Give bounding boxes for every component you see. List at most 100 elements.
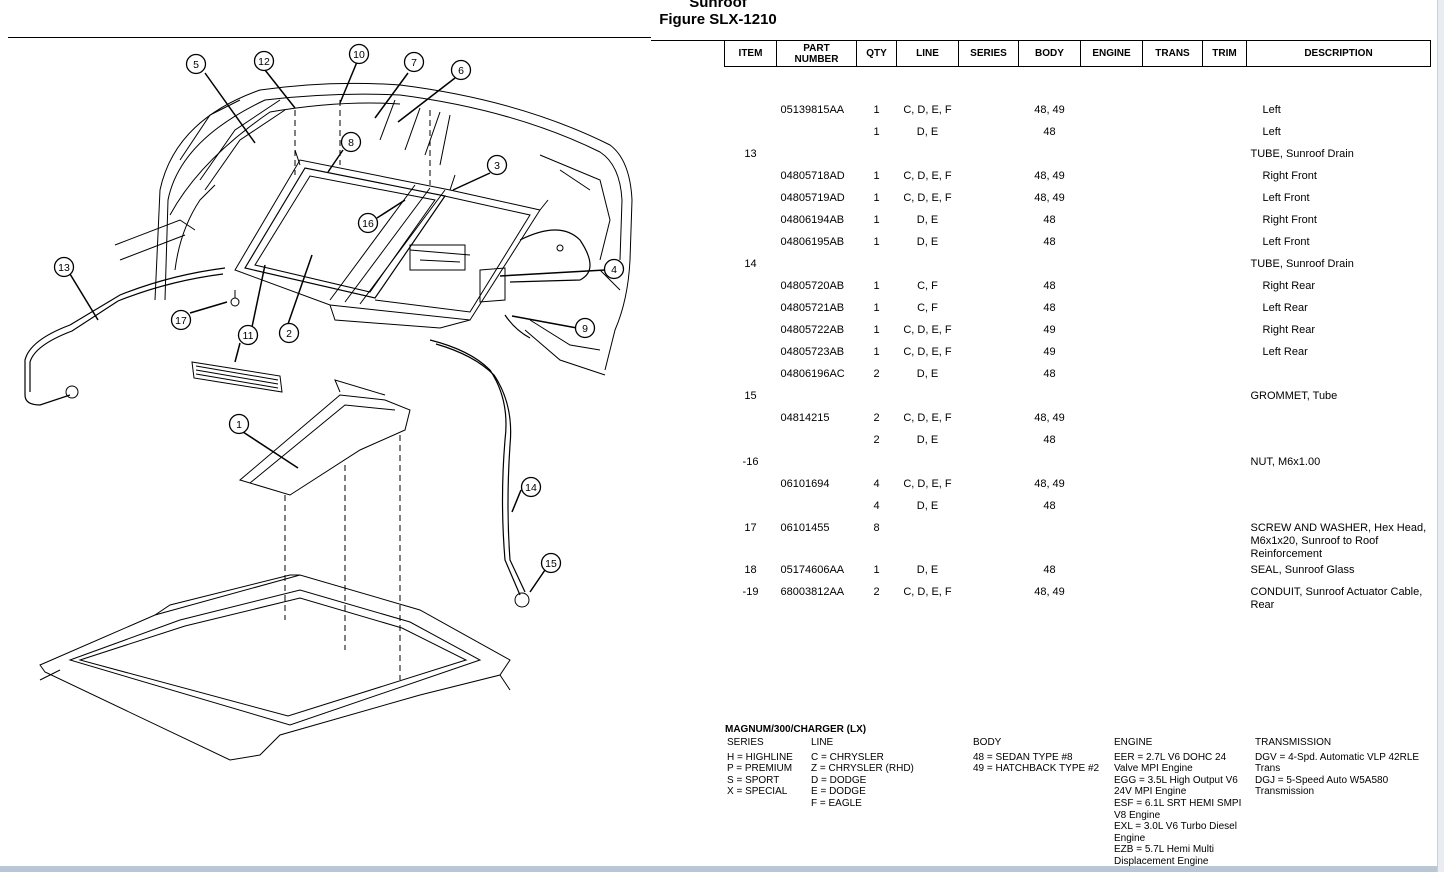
cell-qty: 1 xyxy=(873,302,880,314)
cell-item xyxy=(725,101,777,123)
cell-engine xyxy=(1081,189,1143,211)
cell-qty: 4 xyxy=(873,500,880,512)
cell-trans xyxy=(1143,233,1203,255)
cell-trans xyxy=(1143,167,1203,189)
legend-line: LINE C = CHRYSLER Z = CHRYSLER (RHD) D =… xyxy=(811,737,914,810)
cell-qty: 2 xyxy=(873,368,880,380)
cell-item xyxy=(725,299,777,321)
cell-part-number: 04805718AD xyxy=(780,170,845,182)
cell-body: 48, 49 xyxy=(1034,170,1065,182)
cell-trim xyxy=(1203,145,1247,167)
cell-trans xyxy=(1143,387,1203,409)
cell-description: Right Front xyxy=(1262,214,1317,226)
cell-qty xyxy=(857,145,897,167)
cell-part-number: 04806195AB xyxy=(780,236,845,248)
window-bottom-bar xyxy=(0,866,1437,872)
cell-description: NUT, M6x1.00 xyxy=(1250,456,1321,468)
legend-series: SERIES H = HIGHLINE P = PREMIUM S = SPOR… xyxy=(727,737,793,798)
legend-series-header: SERIES xyxy=(727,737,764,748)
cell-trim xyxy=(1203,255,1247,277)
cell-description xyxy=(1247,497,1431,519)
cell-body: 48, 49 xyxy=(1034,192,1065,204)
callout-5 xyxy=(185,53,207,75)
legend-entry: D = DODGE xyxy=(811,774,867,786)
cell-trans xyxy=(1143,365,1203,387)
cell-trim xyxy=(1203,343,1247,365)
cell-description: SEAL, Sunroof Glass xyxy=(1250,564,1355,576)
cell-body xyxy=(1019,387,1081,409)
cell-description: GROMMET, Tube xyxy=(1250,390,1338,402)
cell-trans xyxy=(1143,409,1203,431)
cell-engine xyxy=(1081,475,1143,497)
cell-item xyxy=(725,189,777,211)
cell-item xyxy=(725,277,777,299)
cell-part-number: 04805720AB xyxy=(780,280,845,292)
col-header-body: BODY xyxy=(1018,40,1081,67)
figure-title-block: Sunroof Figure SLX-1210 xyxy=(600,0,836,29)
cell-line: D, E xyxy=(916,564,939,576)
cell-body: 48 xyxy=(1043,214,1056,226)
legend-entry: ESF = 6.1L SRT HEMI SMPI xyxy=(1114,797,1242,809)
callout-4 xyxy=(603,258,625,280)
drain-tubes xyxy=(24,229,591,596)
cell-engine xyxy=(1081,277,1143,299)
cell-part-number: 06101694 xyxy=(780,478,830,490)
cell-line: D, E xyxy=(916,434,939,446)
cell-body: 48, 49 xyxy=(1034,104,1065,116)
cell-body: 48 xyxy=(1043,564,1056,576)
cell-body: 49 xyxy=(1043,346,1056,358)
callout-2 xyxy=(278,322,300,344)
cell-description: CONDUIT, Sunroof Actuator Cable, Rear xyxy=(1250,586,1423,611)
legend-entry: S = SPORT xyxy=(727,774,780,786)
cell-part-number: 04806196AC xyxy=(780,368,845,380)
svg-text:15: 15 xyxy=(545,558,557,570)
legend-model: MAGNUM/300/CHARGER (LX) xyxy=(725,724,866,736)
figure-number: Figure SLX-1210 xyxy=(659,11,777,28)
cell-body xyxy=(1019,255,1081,277)
cell-description xyxy=(1247,475,1431,497)
cell-line xyxy=(897,519,959,561)
legend-entry: Displacement Engine xyxy=(1114,855,1209,867)
cell-part-number xyxy=(777,145,857,167)
cell-series xyxy=(959,431,1019,453)
callout-3 xyxy=(486,154,508,176)
legend-entry: P = PREMIUM xyxy=(727,763,793,775)
cell-engine xyxy=(1081,387,1143,409)
callout-leaders xyxy=(69,61,606,593)
cell-description: SCREW AND WASHER, Hex Head, M6x1x20, Sun… xyxy=(1250,522,1427,560)
cell-item xyxy=(725,475,777,497)
cell-part-number: 68003812AA xyxy=(780,586,845,598)
col-header-series: SERIES xyxy=(958,40,1019,67)
cell-item xyxy=(725,211,777,233)
window-scrollbar[interactable] xyxy=(1437,0,1444,872)
legend-entry: E = DODGE xyxy=(811,786,866,798)
cell-item xyxy=(725,431,777,453)
callout-badges xyxy=(53,43,625,574)
cell-line: C, D, E, F xyxy=(903,412,952,424)
cell-description xyxy=(1247,365,1431,387)
cell-series xyxy=(959,123,1019,145)
cell-description: TUBE, Sunroof Drain xyxy=(1250,258,1354,270)
cell-body: 48 xyxy=(1043,302,1056,314)
legend-entry: 48 = SEDAN TYPE #8 xyxy=(973,751,1073,763)
callout-13 xyxy=(53,256,75,278)
cell-description xyxy=(1247,431,1431,453)
cell-part-number xyxy=(777,387,857,409)
cell-engine xyxy=(1081,167,1143,189)
cell-series xyxy=(959,519,1019,561)
cell-part-number: 05174606AA xyxy=(780,564,845,576)
cell-trim xyxy=(1203,167,1247,189)
cell-series xyxy=(959,299,1019,321)
svg-text:10: 10 xyxy=(353,49,365,61)
roof-body-outline xyxy=(114,82,633,376)
cell-qty: 1 xyxy=(873,214,880,226)
cell-trim xyxy=(1203,321,1247,343)
callout-9 xyxy=(574,317,596,339)
cell-series xyxy=(959,189,1019,211)
